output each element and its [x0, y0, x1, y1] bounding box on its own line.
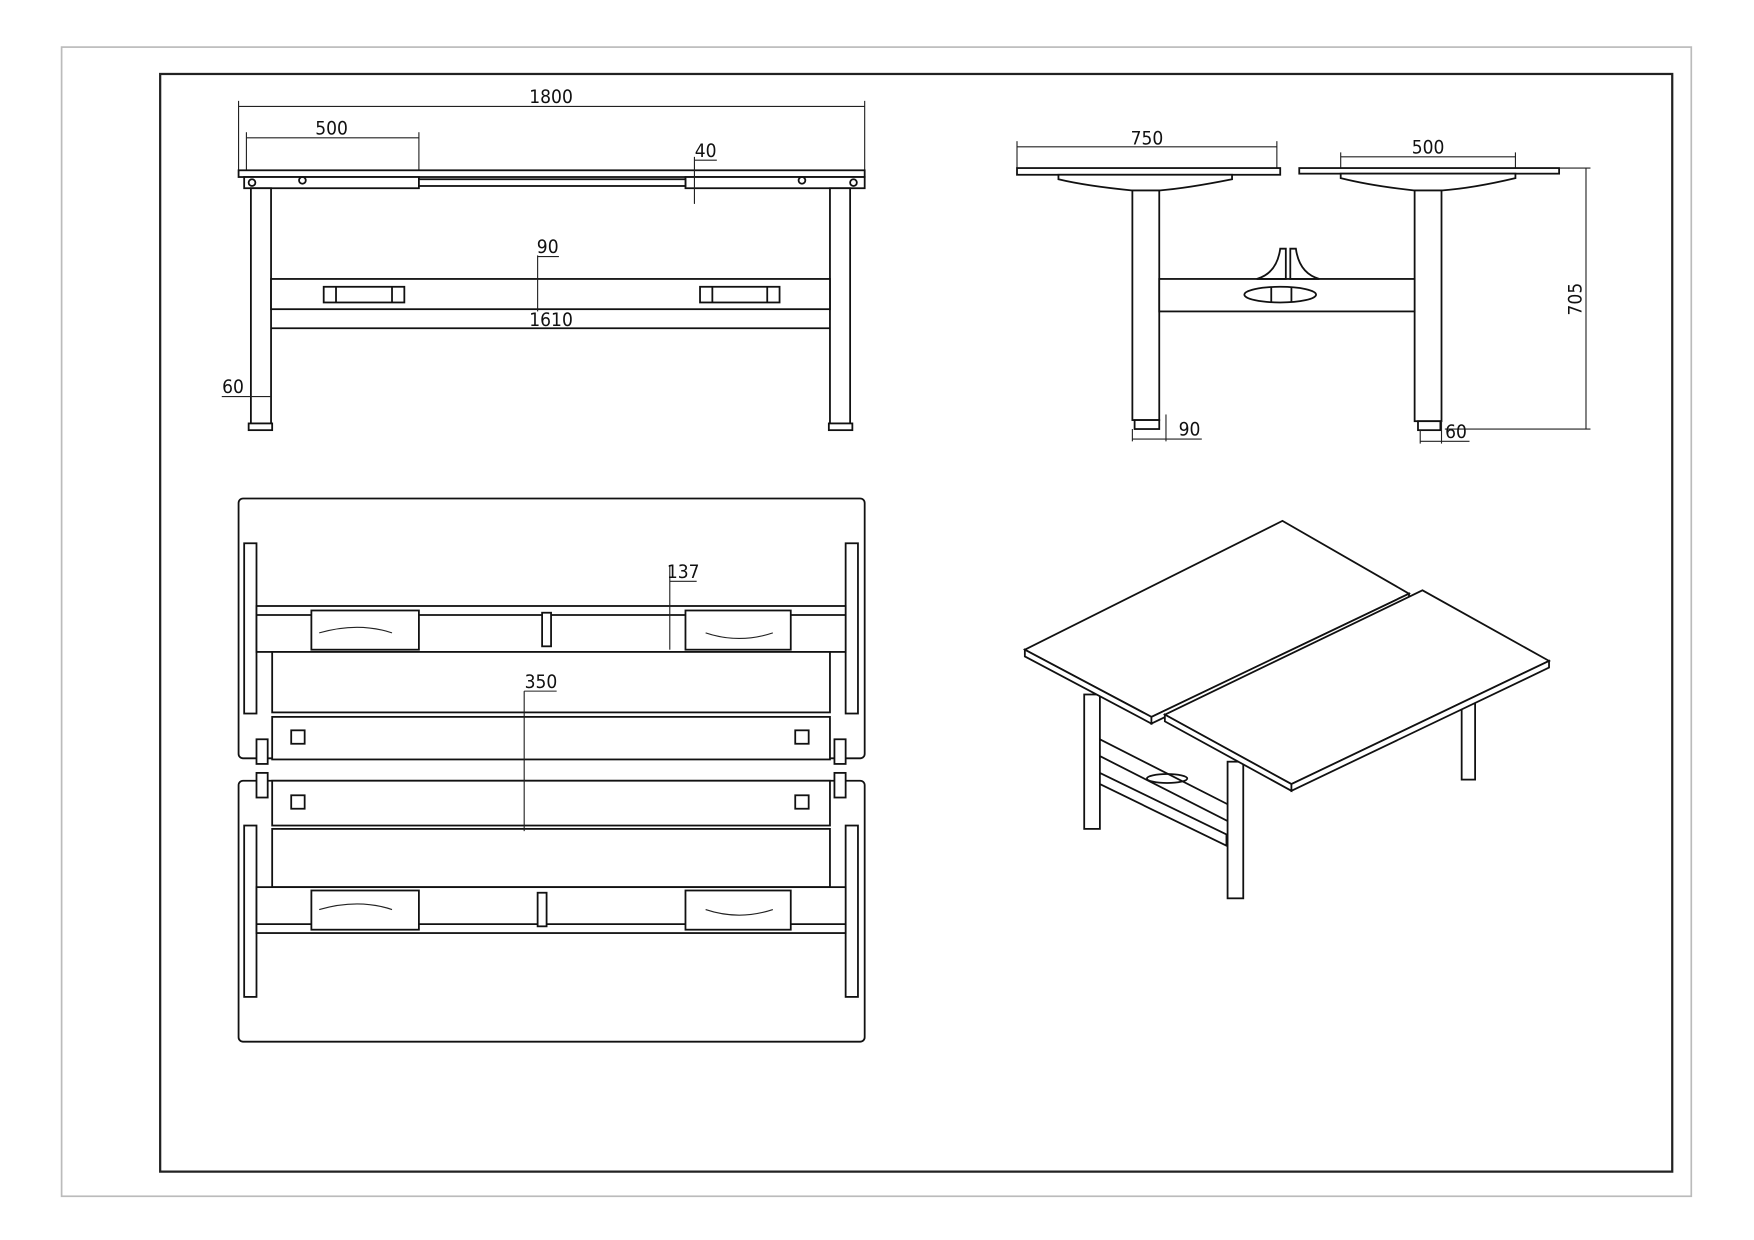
- dim-overall-width: 1800: [529, 86, 573, 108]
- left-leg: [249, 187, 272, 425]
- isometric-view: [1022, 519, 1551, 900]
- dim-right-frame-depth: 500: [1412, 136, 1445, 158]
- dim-beam-height: 90: [537, 236, 559, 258]
- dim-left-leg-depth: 90: [1179, 419, 1201, 441]
- dim-frame-offset: 500: [315, 117, 348, 139]
- dim-right-leg-width: 60: [1445, 421, 1467, 443]
- dim-leg-width: 60: [222, 376, 244, 398]
- drawing-frame: [159, 72, 1674, 1173]
- tabletop: [237, 169, 866, 178]
- side-right-leg: [1413, 189, 1443, 423]
- dim-beam-length: 1610: [529, 309, 573, 331]
- side-left-leg: [1131, 189, 1161, 421]
- outer-border: [60, 46, 1693, 1198]
- front-view: 1800 500 40 90 1610 60: [221, 86, 866, 432]
- dim-top-thickness: 40: [695, 140, 717, 162]
- dim-motor-offset: 137: [667, 561, 700, 583]
- top-view: 137 350: [237, 497, 866, 1043]
- right-leg: [829, 187, 852, 425]
- dim-beam-spacing: 350: [525, 671, 558, 693]
- dim-left-top-depth: 750: [1131, 128, 1164, 150]
- dim-height: 705: [1565, 283, 1587, 316]
- side-view: 750 500 705 90 60: [1016, 128, 1591, 444]
